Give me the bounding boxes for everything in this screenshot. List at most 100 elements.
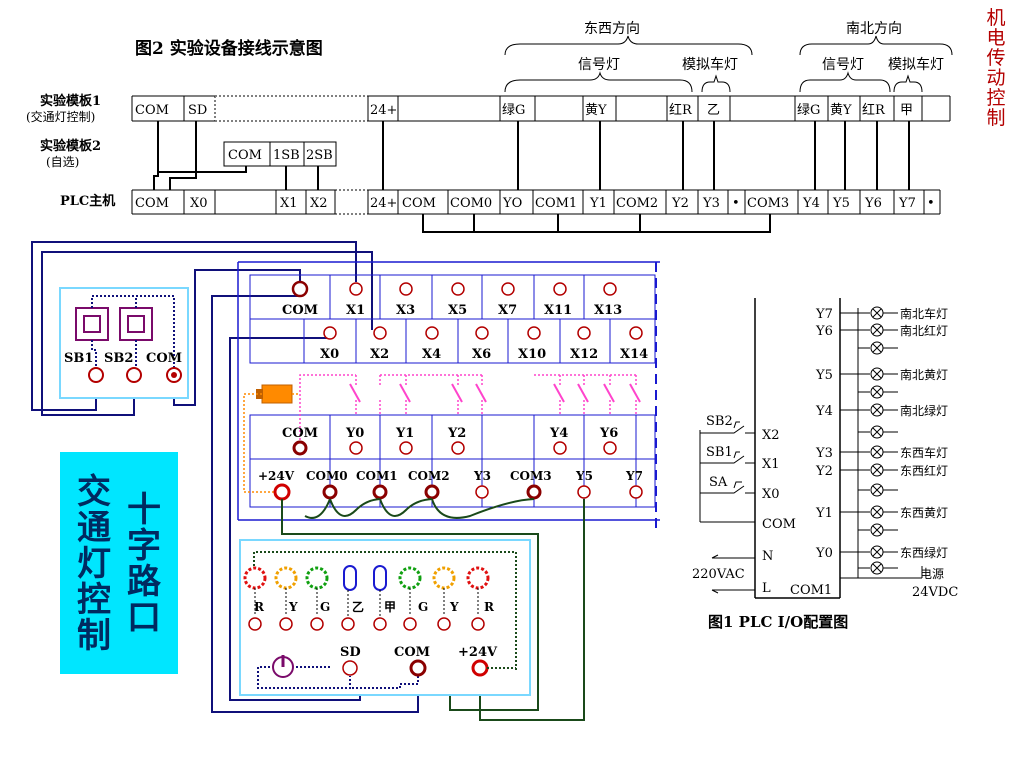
output-name: 南北车灯: [900, 306, 948, 321]
panel-char: 交: [77, 472, 111, 512]
t-x12: X12: [570, 347, 598, 362]
traffic-sd-label: SD: [340, 645, 361, 660]
panel-title-1: 交通灯控制: [74, 474, 114, 654]
output-label: Y7: [815, 307, 833, 322]
b1-yellow-ns: 黄Y: [830, 103, 852, 118]
label-signal-ns: 信号灯: [822, 57, 864, 73]
output-label: Y3: [815, 446, 833, 461]
traffic-lamps: [243, 565, 490, 591]
label-carlight-ew: 模拟车灯: [682, 56, 738, 73]
plc-24: 24+: [370, 196, 397, 211]
plc-x0: X0: [190, 196, 208, 211]
output-name: 南北红灯: [900, 323, 948, 338]
b1-green: 绿G: [502, 103, 525, 118]
label-board2: 实验模板2: [40, 138, 101, 154]
plc-y7: Y7: [898, 196, 916, 211]
row2-labels: X0 X2 X4 X6 X10 X12 X14: [320, 347, 648, 362]
t-x1: X1: [346, 303, 365, 318]
t-x6: X6: [472, 347, 491, 362]
output-name: 东西绿灯: [900, 545, 948, 560]
lamp-cross: [872, 563, 882, 573]
plc-y1: Y1: [589, 196, 607, 211]
t-x2: X2: [370, 347, 389, 362]
output-name: 东西车灯: [900, 445, 948, 460]
row4-terminals: [273, 483, 643, 501]
b2-com: COM: [228, 148, 262, 163]
panel-char: 通: [77, 508, 111, 548]
in-x0: X0: [762, 487, 780, 502]
plc-com2: COM2: [616, 196, 658, 211]
t-x10: X10: [518, 347, 546, 362]
lamp-cross: [872, 447, 882, 457]
t-y5: Y5: [575, 469, 593, 483]
t-y6: Y6: [599, 426, 618, 441]
row1-terminals: [291, 280, 617, 298]
t-24v: +24V: [258, 469, 295, 483]
b1-jia: 甲: [900, 103, 913, 118]
plc-y5: Y5: [832, 196, 850, 211]
lamp-cross: [872, 525, 882, 535]
lamp-cross: [872, 485, 882, 495]
supply-label: 电源: [920, 567, 944, 581]
traffic-24v-label: +24V: [458, 645, 498, 660]
relay-contacts: [299, 374, 637, 440]
b1-com: COM: [135, 103, 169, 118]
sb2-terminal: [126, 367, 142, 383]
output-label: Y5: [815, 368, 833, 383]
row3-terminals: [292, 440, 617, 456]
side-title-char: 制: [986, 107, 1006, 129]
b1-yi: 乙: [707, 103, 720, 118]
plc-dot1: •: [732, 196, 740, 211]
lamp-y1: Y: [288, 600, 298, 614]
sb2-label: SB2: [104, 351, 133, 366]
row2-terminals: [323, 326, 643, 340]
side-title-char: 机: [986, 7, 1006, 29]
sb-com-dot: [171, 372, 177, 378]
in-x2: X2: [762, 428, 780, 443]
brace-car-ew: [701, 74, 731, 93]
panel-char: 口: [127, 598, 161, 638]
label-north-south: 南北方向: [846, 21, 902, 37]
label-board2-sub: (自选): [46, 155, 79, 169]
lamp-r1: R: [254, 600, 265, 614]
output-label: Y0: [815, 546, 833, 561]
t-y0: Y0: [345, 426, 364, 441]
row3-labels: COM Y0 Y1 Y2 Y4 Y6: [282, 426, 618, 441]
supply-volt: 24VDC: [912, 585, 958, 600]
traffic-com-terminal: [409, 659, 427, 677]
panel-title-2: 十字路口: [124, 492, 164, 636]
fuse-icon: [243, 384, 300, 493]
b1-yellow: 黄Y: [585, 103, 607, 118]
brace-signal-ew: [504, 71, 693, 93]
t-com1: COM1: [356, 469, 398, 483]
output-label: Y6: [815, 324, 833, 339]
sw-sa: SA: [709, 475, 728, 490]
in-com: COM: [762, 517, 796, 532]
t-y3: Y3: [473, 469, 491, 483]
top-wires: [153, 121, 910, 233]
b1-red: 红R: [669, 102, 693, 118]
panel-char: 十: [127, 490, 161, 530]
t-y2: Y2: [447, 426, 466, 441]
green-wires: [281, 498, 585, 721]
t-x14: X14: [620, 347, 648, 362]
output-name: 南北绿灯: [900, 403, 948, 418]
brace-ew: [504, 35, 753, 56]
plc-com0: COM0: [450, 196, 492, 211]
b1-green-ns: 绿G: [797, 103, 820, 118]
sd-switch-icon: [257, 655, 419, 689]
t-x0: X0: [320, 347, 339, 362]
sw-sb1: SB1: [706, 445, 733, 460]
row4-labels: +24V COM0 COM1 COM2 Y3 COM3 Y5 Y7: [258, 469, 643, 483]
label-signal-ew: 信号灯: [578, 57, 620, 73]
traffic-24v-terminal: [471, 659, 489, 677]
lamp-leads: [254, 588, 479, 616]
side-title-char: 控: [986, 87, 1006, 109]
t-com3: COM3: [510, 469, 552, 483]
figure2-title: 图2 实验设备接线示意图: [135, 38, 323, 59]
traffic-bus: [253, 551, 517, 672]
plc-y4: Y4: [802, 196, 820, 211]
side-title-char: 传: [986, 47, 1006, 69]
output-name: 东西黄灯: [900, 506, 948, 520]
